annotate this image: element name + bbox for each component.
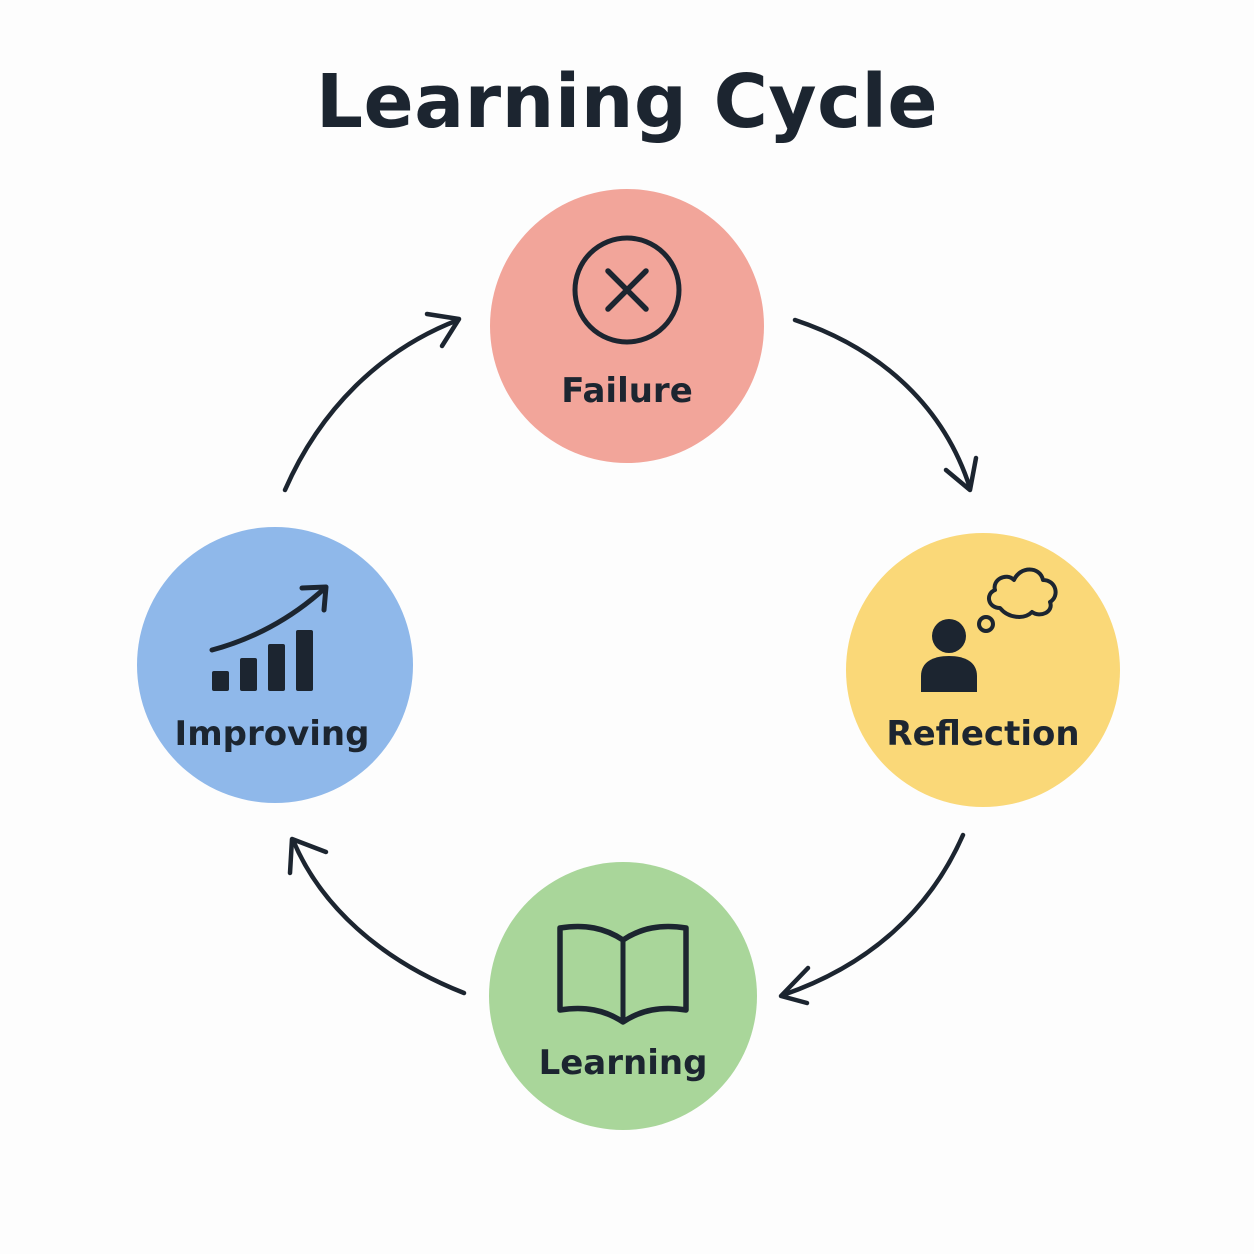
node-learning: Learning (489, 862, 757, 1130)
node-reflection: Reflection (846, 533, 1120, 807)
open-book-icon (557, 923, 689, 1025)
person-thinking-icon (921, 567, 1058, 692)
node-label-improving: Improving (175, 714, 370, 754)
node-reflection-circle (846, 533, 1120, 807)
arrow-reflection-to-learning (778, 832, 966, 1006)
cycle-arrows (282, 311, 979, 1006)
growth-chart-icon (209, 584, 329, 691)
arrow-failure-to-reflection (792, 317, 979, 493)
arrow-improving-to-failure (282, 311, 462, 493)
node-label-learning: Learning (539, 1043, 708, 1083)
arrow-learning-to-improving (287, 836, 467, 996)
diagram-title: Learning Cycle (316, 59, 938, 145)
node-failure: Failure (490, 189, 764, 463)
node-label-reflection: Reflection (886, 714, 1079, 754)
x-circle-icon (572, 235, 682, 345)
node-improving: Improving (137, 527, 413, 803)
node-label-failure: Failure (561, 371, 693, 411)
node-failure-circle (490, 189, 764, 463)
